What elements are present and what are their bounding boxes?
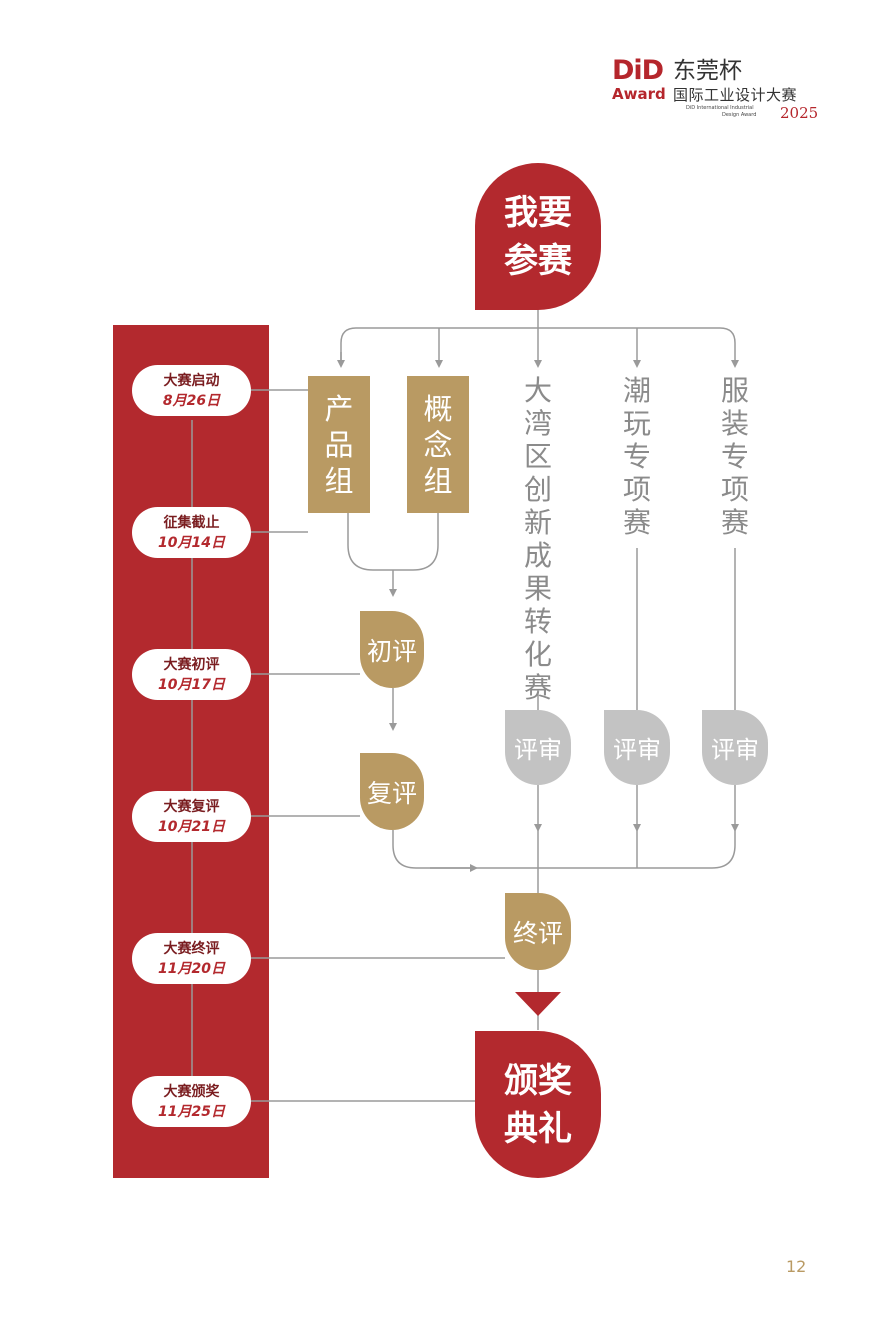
timeline-date: 10月17日 [158,677,225,693]
group-product: 产品组 [308,376,370,513]
review-label: 评审 [711,736,759,764]
final-review-label: 终评 [512,918,563,948]
timeline-item-start: 大赛启动 8月26日 [132,365,251,416]
logo-title-cn: 东莞杯 [673,58,742,84]
group-product-label: 产品组 [324,391,354,498]
review-node-apparel: 评审 [702,710,768,785]
start-line-1: 我要 [504,192,572,233]
track-bay-area-label: 大湾区创新成果转化赛 [523,374,552,704]
timeline-label: 大赛初评 [163,657,220,673]
timeline-label: 大赛颁奖 [163,1084,220,1100]
logo-subtitle-en-1: DiD International Industrial [686,105,754,111]
timeline-date: 10月14日 [158,535,225,551]
timeline-date: 11月25日 [158,1104,225,1120]
timeline-label: 大赛终评 [163,941,220,957]
logo-subtitle-en-2: Design Award [722,112,757,118]
review-label: 评审 [613,736,661,764]
timeline-label: 征集截止 [163,515,220,531]
logo-year: 2025 [780,104,819,122]
secondary-review-node: 复评 [360,753,424,830]
track-apparel-label: 服装专项赛 [720,374,749,539]
preliminary-review-node: 初评 [360,611,424,688]
end-line-2: 典礼 [504,1108,572,1149]
review-node-bay-area: 评审 [505,710,571,785]
award-ceremony-node: 颁奖 典礼 [475,1031,601,1178]
logo-award: Award [612,85,666,103]
down-arrow-icon [515,992,561,1016]
timeline-label: 大赛复评 [163,799,220,815]
timeline-item-secondary: 大赛复评 10月21日 [132,791,251,842]
timeline-item-deadline: 征集截止 10月14日 [132,507,251,558]
logo-subtitle-cn: 国际工业设计大赛 [673,86,798,104]
review-node-trendy: 评审 [604,710,670,785]
end-line-1: 颁奖 [504,1060,572,1101]
timeline-bar [113,325,269,1178]
start-node: 我要 参赛 [475,163,601,310]
group-concept-label: 概念组 [423,391,453,498]
final-review-node: 终评 [505,893,571,970]
timeline-item-award: 大赛颁奖 11月25日 [132,1076,251,1127]
timeline-date: 10月21日 [158,819,225,835]
review-label: 评审 [514,736,562,764]
group-concept: 概念组 [407,376,469,513]
page-number: 12 [786,1257,807,1276]
timeline-date: 8月26日 [162,393,221,409]
timeline-date: 11月20日 [158,961,225,977]
timeline-label: 大赛启动 [163,373,220,389]
timeline-item-final: 大赛终评 11月20日 [132,933,251,984]
timeline-item-preliminary: 大赛初评 10月17日 [132,649,251,700]
secondary-review-label: 复评 [366,778,417,808]
preliminary-review-label: 初评 [366,636,417,666]
start-line-2: 参赛 [504,240,572,281]
track-trendy-label: 潮玩专项赛 [622,374,651,539]
logo-did: DiD [612,55,664,86]
